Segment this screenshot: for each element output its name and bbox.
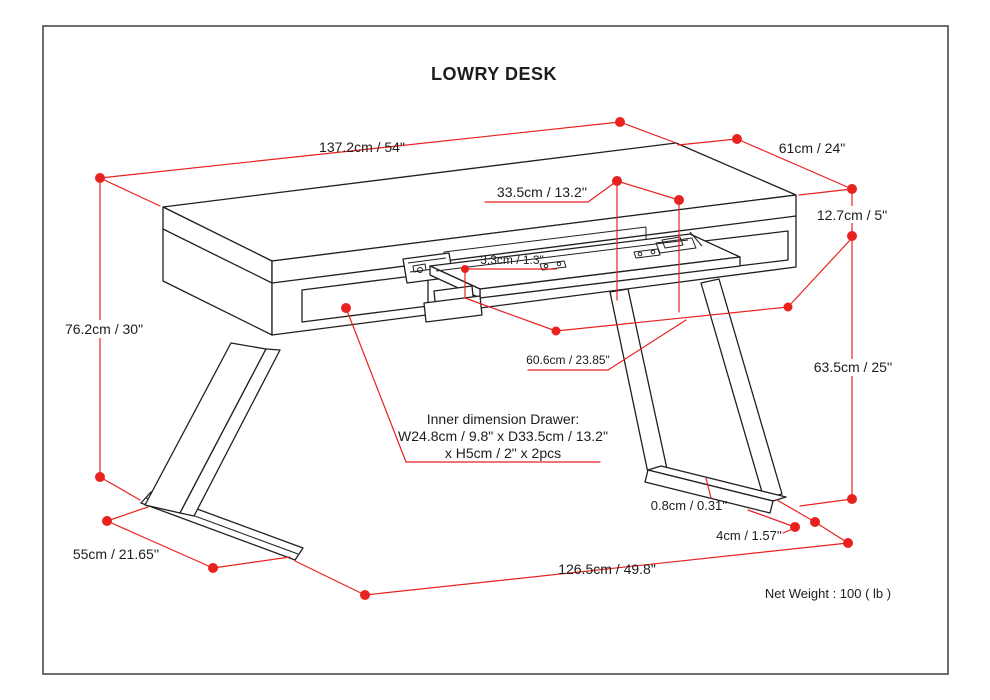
slab-edge-line-left — [162, 228, 273, 284]
hinge-screw — [543, 263, 549, 269]
slide-rail-knob — [417, 267, 423, 273]
dim-top-width: 137.2cm / 54" — [319, 139, 405, 155]
dimension-labels: 137.2cm / 54" 61cm / 24" 12.7cm / 5" 33.… — [65, 139, 892, 577]
dim-foot-height: 4cm / 1.57'' — [716, 528, 782, 543]
right-leg-front-bar — [609, 288, 668, 474]
dimension-lines — [62, 117, 898, 600]
dim-clearance: 63.5cm / 25'' — [814, 359, 893, 375]
dim-top-depth: 61cm / 24" — [779, 140, 845, 156]
page-title: LOWRY DESK — [431, 64, 557, 84]
left-leg — [140, 342, 304, 561]
keyboard-tray — [402, 231, 741, 323]
drawer-note-line3: x H5cm / 2" x 2pcs — [445, 445, 561, 461]
slab-edge-line-front — [271, 215, 797, 284]
hinge-screw — [637, 251, 643, 257]
hinge-screw — [650, 249, 656, 255]
dim-tray-width: 60.6cm / 23.85" — [526, 353, 610, 367]
right-leg — [609, 278, 787, 514]
drawer-note-line2: W24.8cm / 9.8" x D33.5cm / 13.2" — [398, 428, 608, 444]
dim-base-width: 126.5cm / 49.8" — [558, 561, 656, 577]
dim-apron-height: 12.7cm / 5" — [817, 207, 887, 223]
dim-foot-length: 55cm / 21.65'' — [73, 546, 159, 562]
tray-hinge-1 — [539, 260, 567, 271]
dim-tray-thickness: 3.3cm / 1.3" — [480, 253, 544, 267]
tray-support-base — [423, 295, 483, 323]
frame-border — [42, 25, 949, 675]
left-leg-panel-side — [179, 348, 281, 517]
net-weight: Net Weight : 100 ( lb ) — [765, 586, 891, 601]
drawer-note-line1: Inner dimension Drawer: — [427, 411, 580, 427]
hinge-screw — [556, 261, 562, 267]
dim-tray-depth: 33.5cm / 13.2'' — [497, 184, 587, 200]
drawer-note: Inner dimension Drawer: W24.8cm / 9.8" x… — [398, 411, 608, 461]
dim-overall-height: 76.2cm / 30" — [65, 321, 143, 337]
right-leg-back-bar — [700, 278, 783, 500]
tray-back-line — [435, 239, 689, 272]
tray-hinge-2 — [633, 248, 661, 259]
dimension-dots — [95, 117, 857, 600]
dim-foot-board: 0.8cm / 0.31'' — [651, 498, 728, 513]
tray-right-bracket — [655, 231, 703, 254]
